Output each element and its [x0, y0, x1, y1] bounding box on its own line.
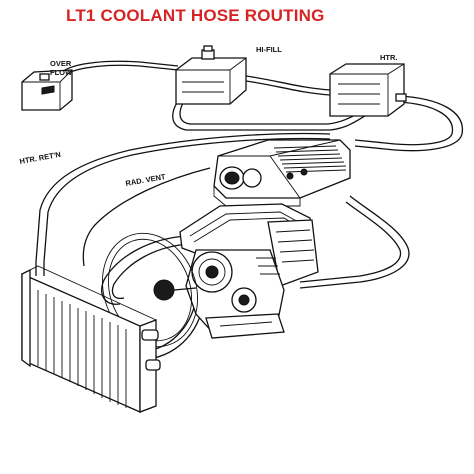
hi-fill-tank — [175, 45, 247, 105]
hi-fill-to-heater-hose — [245, 75, 331, 91]
upper-radiator-hose — [101, 235, 189, 305]
label-heater-return: HTR. RET'N — [19, 150, 62, 166]
diagram-title: LT1 COOLANT HOSE ROUTING — [66, 6, 325, 25]
lower-return-hose — [299, 195, 410, 289]
engine-block — [179, 203, 319, 339]
throttle-body — [213, 139, 351, 207]
heater-return-line — [35, 132, 331, 263]
heater-core — [329, 63, 407, 117]
overflow-bottle — [21, 69, 73, 111]
label-overflow-line1: OVER — [50, 59, 72, 68]
fan-shroud — [101, 232, 199, 348]
heater-outlet-hose — [354, 95, 463, 152]
radiator — [21, 265, 161, 413]
label-hi-fill: HI-FILL — [256, 45, 282, 54]
label-rad-vent: RAD. VENT — [125, 172, 167, 188]
label-heater: HTR. — [380, 53, 398, 62]
heater-return-loop-a — [172, 95, 376, 131]
radiator-vent-line — [82, 167, 211, 267]
label-overflow-line2: FLOW — [50, 68, 73, 77]
overflow-hose — [61, 60, 179, 73]
